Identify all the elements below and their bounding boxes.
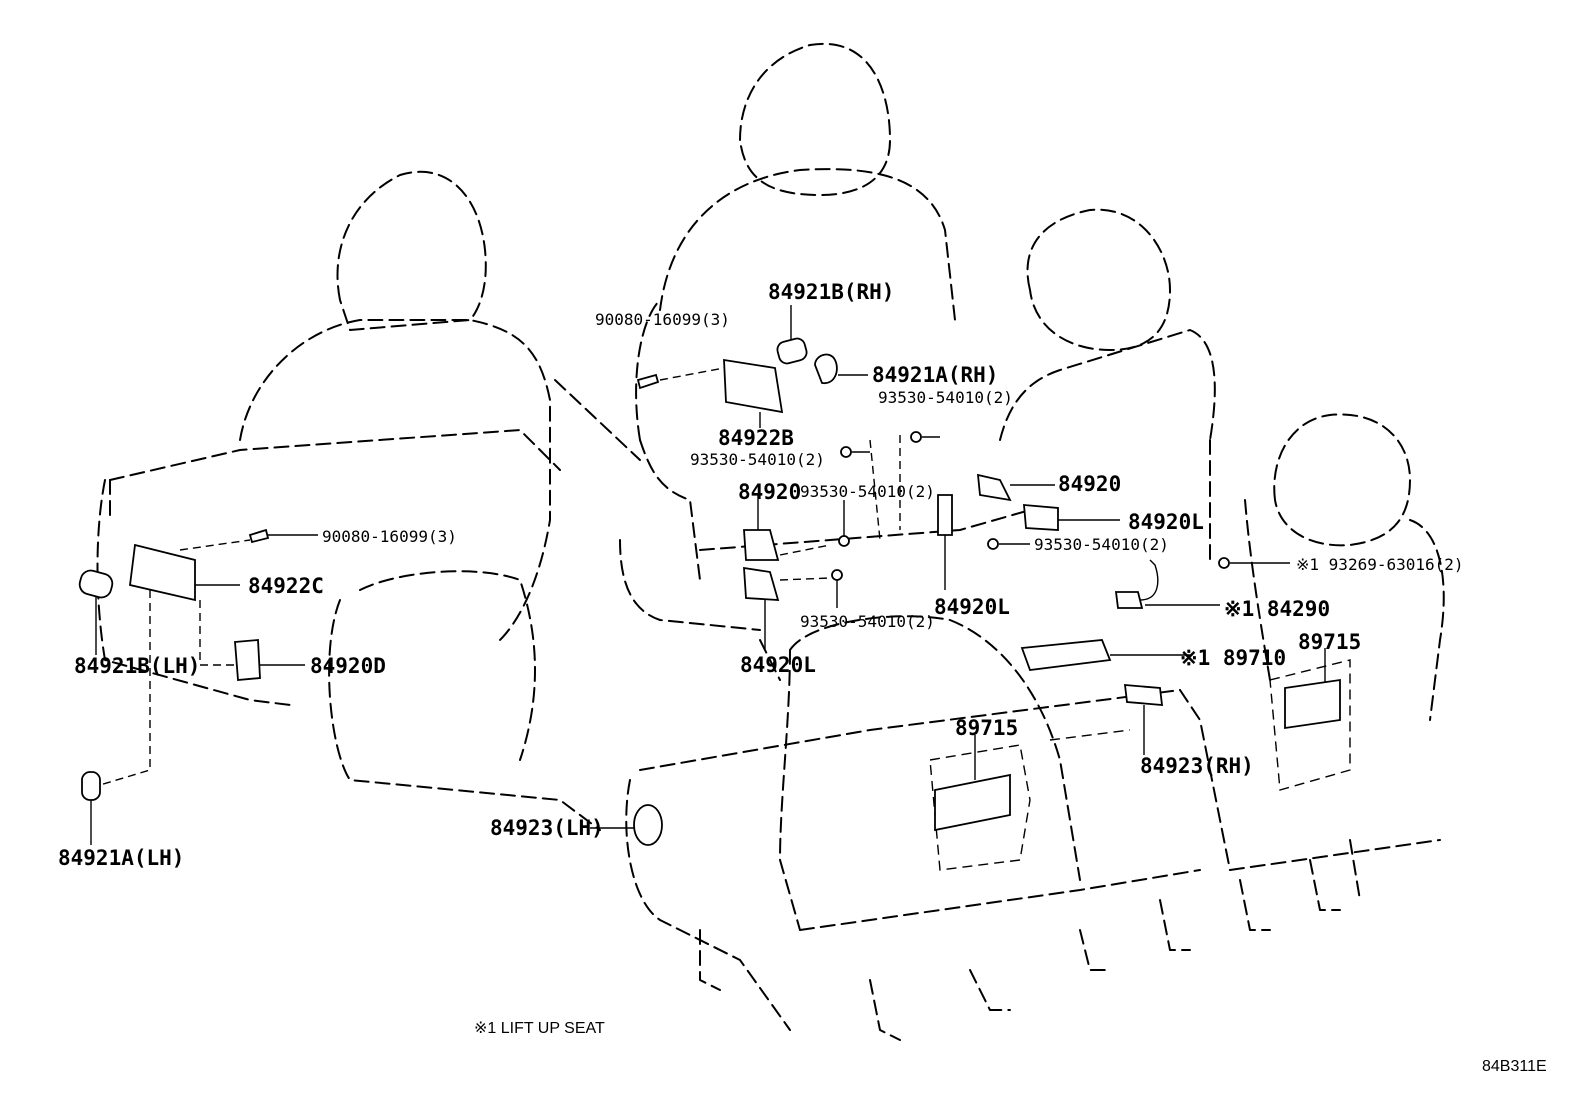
label-84922c: 84922C xyxy=(248,574,324,598)
figure-code: 84B311E xyxy=(1482,1058,1547,1075)
label-89715-right: 89715 xyxy=(1298,630,1362,654)
label-90080-top: 90080-16099(3) xyxy=(595,310,730,329)
left-seat-outline xyxy=(96,170,641,831)
label-84923-rh: 84923(RH) xyxy=(1140,754,1254,778)
middle-seat-outline xyxy=(619,42,1031,681)
label-84921a-lh: 84921A(LH) xyxy=(58,846,185,870)
leader-lines xyxy=(90,305,1326,845)
label-84921b-rh: 84921B(RH) xyxy=(768,280,895,304)
label-84920l-left: 84920L xyxy=(740,653,816,677)
label-84920d: 84920D xyxy=(310,654,386,678)
label-84920-left: 84920 xyxy=(738,480,802,504)
label-84922b: 84922B xyxy=(718,426,794,450)
label-93530-e: 93530-54010(2) xyxy=(800,612,935,631)
label-84920l-mid: 84920L xyxy=(934,595,1010,619)
label-93530-d: 93530-54010(2) xyxy=(1034,535,1169,554)
part-shapes xyxy=(78,337,1341,846)
label-84921a-rh: 84921A(RH) xyxy=(872,363,999,387)
label-93530-b: 93530-54010(2) xyxy=(690,450,825,469)
label-84290: ※1 84290 xyxy=(1224,597,1331,621)
label-84923-lh: 84923(LH) xyxy=(490,816,604,840)
label-93530-a: 93530-54010(2) xyxy=(878,388,1013,407)
label-89710: ※1 89710 xyxy=(1180,646,1287,670)
right-seat-outline xyxy=(999,208,1445,721)
label-93269: ※1 93269-63016(2) xyxy=(1296,555,1464,574)
label-84920-right: 84920 xyxy=(1058,472,1122,496)
label-93530-c: 93530-54010(2) xyxy=(800,482,935,501)
label-84921b-lh: 84921B(LH) xyxy=(74,654,201,678)
label-89715-mid: 89715 xyxy=(955,716,1019,740)
label-84920l-right: 84920L xyxy=(1128,510,1204,534)
footnote-lift-up-seat: ※1 LIFT UP SEAT xyxy=(474,1020,605,1037)
rear-bench-outline xyxy=(625,615,1441,1041)
label-90080-left: 90080-16099(3) xyxy=(322,527,457,546)
